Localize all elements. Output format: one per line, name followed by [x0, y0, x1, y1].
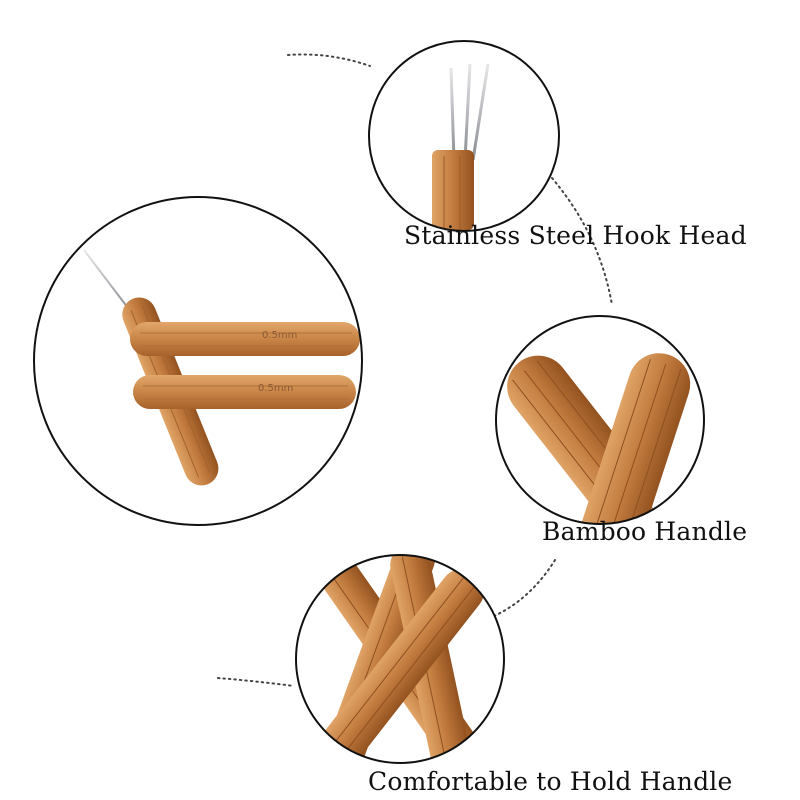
connector-top-to-mid	[551, 177, 613, 306]
upper-hook-handle	[130, 322, 360, 356]
lower-size-imprint: 0.5mm	[258, 383, 293, 394]
lower-hook-handle	[133, 375, 356, 409]
caption-hook-head: Stainless Steel Hook Head	[404, 221, 747, 250]
hooks-overview: 0.5mm 0.5mm	[33, 196, 363, 526]
hook-head-closeup	[368, 40, 560, 232]
upper-size-imprint: 0.5mm	[262, 330, 297, 341]
connector-mid-to-bot	[491, 559, 556, 618]
bamboo-handle-closeup	[495, 315, 705, 525]
dotted-connectors	[217, 53, 613, 687]
caption-bamboo-handle: Bamboo Handle	[542, 517, 748, 546]
connector-bot-left	[217, 677, 295, 687]
bamboo-ferrule	[432, 150, 474, 230]
caption-comfortable-handle: Comfortable to Hold Handle	[368, 767, 733, 796]
connector-top-left	[287, 53, 371, 67]
crossed-handles-closeup	[295, 554, 505, 764]
